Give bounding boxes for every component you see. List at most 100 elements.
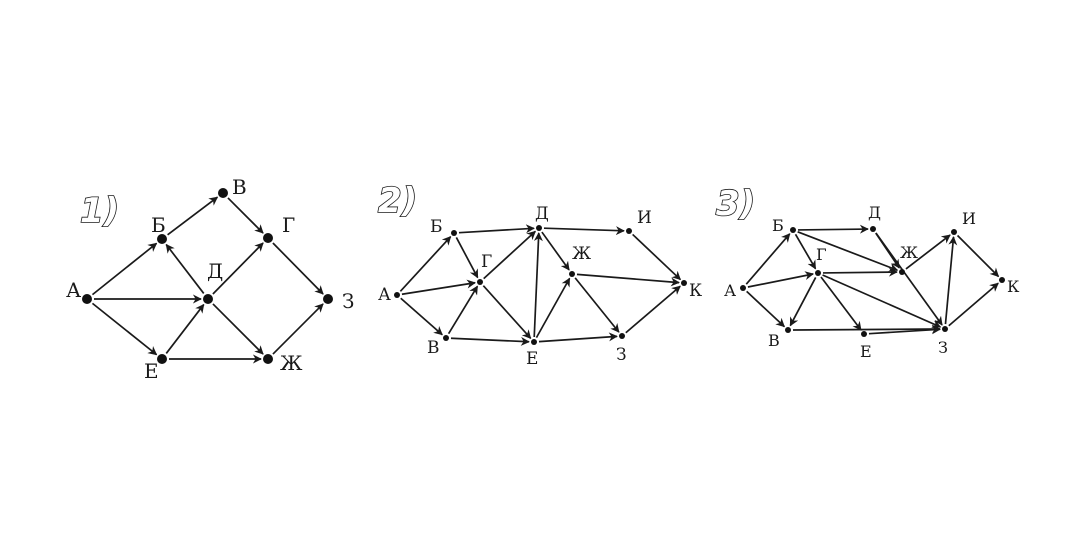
graph-3-node-label-2: В: [768, 331, 780, 350]
graph-3-edge-12: [875, 232, 943, 326]
graph-2-edge-2: [400, 297, 443, 336]
graph-3-node-4: [870, 226, 876, 232]
graph-2-edge-5: [447, 285, 479, 335]
graph-1-node-label-4: Д: [207, 259, 223, 283]
graph-2-node-label-2: В: [427, 338, 440, 358]
graph-2-node-2: [443, 335, 449, 341]
graph-1-node-6: [263, 354, 273, 364]
graph-1-node-label-1: Б: [151, 213, 166, 237]
graph-2-node-0: [394, 292, 400, 298]
graph-1-edge-9: [212, 303, 264, 355]
graph-3-node-0: [740, 285, 746, 291]
graph-3-node-label-1: Б: [772, 216, 784, 235]
graph-3-edge-5: [797, 231, 899, 272]
graph-3-node-label-3: Г: [816, 245, 827, 264]
graph-3-node-label-6: Ж: [900, 243, 918, 262]
graph-3-edge-8: [820, 276, 862, 331]
graph-2-node-6: [569, 271, 575, 277]
graph-3-node-6: [899, 269, 905, 275]
graph-2-node-7: [619, 333, 625, 339]
graph-3-node-8: [951, 229, 957, 235]
graph-2-edge-6: [450, 336, 530, 346]
graph-2-node-4: [536, 225, 542, 231]
graph-2-edge-4: [455, 237, 479, 279]
graph-3-number-label: 3): [716, 184, 755, 224]
graph-2-node-3: [477, 279, 483, 285]
graph-3-node-9: [999, 277, 1005, 283]
graph-2-number-label: 2): [378, 181, 417, 221]
graph-2-node-label-5: Е: [526, 349, 538, 369]
graph-1-node-0: [82, 294, 92, 304]
graph-2-edge-17: [625, 285, 681, 334]
graph-1-edge-11: [272, 303, 324, 355]
graph-3-node-3: [815, 270, 821, 276]
graph-1-edge-4: [165, 243, 205, 294]
graph-1-edge-5: [227, 197, 264, 234]
graph-2-node-5: [531, 339, 537, 345]
graph-3-edge-17: [956, 234, 1000, 278]
graph-1-node-2: [218, 188, 228, 198]
graph-1-number-label: 1): [80, 191, 119, 231]
graph-2-edge-0: [399, 236, 452, 292]
graph-1-node-label-5: Е: [144, 359, 159, 383]
graph-2-edge-16: [632, 233, 682, 281]
graph-3-edge-3: [797, 224, 869, 234]
graph-3-edge-9: [822, 267, 898, 277]
graph-2-edge-9: [533, 232, 543, 338]
graph-3-node-7: [942, 326, 948, 332]
graph-2-edge-7: [483, 230, 536, 280]
graph-3-node-label-8: И: [962, 209, 976, 228]
graph-3-edge-4: [794, 233, 817, 270]
graph-3-edge-13: [905, 234, 951, 270]
graph-2-edge-11: [543, 226, 625, 236]
graph-3-node-2: [785, 327, 791, 333]
graph-1-node-5: [157, 354, 167, 364]
graph-2-node-label-9: К: [689, 281, 702, 301]
graph-3-edge-1: [747, 271, 814, 288]
graph-2-node-label-0: А: [378, 285, 391, 305]
graph-1-edge-7: [165, 303, 205, 354]
graph-1-node-label-7: З: [342, 289, 354, 313]
graph-2-node-label-4: Д: [535, 204, 549, 224]
graph-2-node-1: [451, 230, 457, 236]
graph-1-edge-3: [167, 196, 219, 236]
graph-2-node-label-8: И: [637, 208, 652, 228]
graph-2-edge-14: [574, 277, 620, 333]
graph-2-node-label-3: Г: [481, 252, 492, 272]
graph-2-edge-12: [535, 277, 571, 339]
graph-2-edge-1: [401, 279, 476, 296]
graph-3-edge-15: [944, 236, 958, 325]
graph-2-node-label-6: Ж: [572, 244, 591, 264]
graph-3-edge-2: [746, 290, 786, 328]
graph-1-node-label-2: В: [232, 175, 247, 199]
graph-1-node-label-0: А: [66, 278, 81, 302]
graph-3-edge-7: [792, 324, 941, 334]
graph-1-node-label-3: Г: [282, 213, 295, 237]
graph-1-edge-2: [91, 302, 158, 356]
graph-3-node-1: [790, 227, 796, 233]
graph-1-node-7: [323, 294, 333, 304]
graph-1-node-label-6: Ж: [280, 351, 303, 375]
graph-2-edge-10: [541, 231, 570, 271]
graph-3-node-5: [861, 331, 867, 337]
graph-3-node-label-4: Д: [868, 203, 881, 222]
graph-3-node-label-9: К: [1007, 277, 1020, 296]
graph-2-edge-3: [458, 224, 535, 234]
graph-2-edge-8: [482, 285, 532, 339]
graph-3-edge-6: [789, 277, 817, 327]
graph-2-node-label-7: З: [616, 345, 627, 365]
graph-2-node-8: [626, 228, 632, 234]
graph-1-node-4: [203, 294, 213, 304]
graph-3-node-label-0: А: [724, 281, 736, 300]
graph-1-edge-6: [212, 242, 264, 295]
graph-3-edge-10: [822, 274, 942, 328]
graph-3-edge-16: [948, 282, 999, 327]
graph-2-edge-15: [576, 273, 680, 287]
graph-3-node-label-7: З: [938, 338, 948, 357]
graph-2-edge-13: [538, 332, 618, 343]
graph-1-edge-0: [91, 242, 158, 296]
graph-3-edge-0: [745, 233, 791, 285]
graph-1-node-1: [157, 234, 167, 244]
